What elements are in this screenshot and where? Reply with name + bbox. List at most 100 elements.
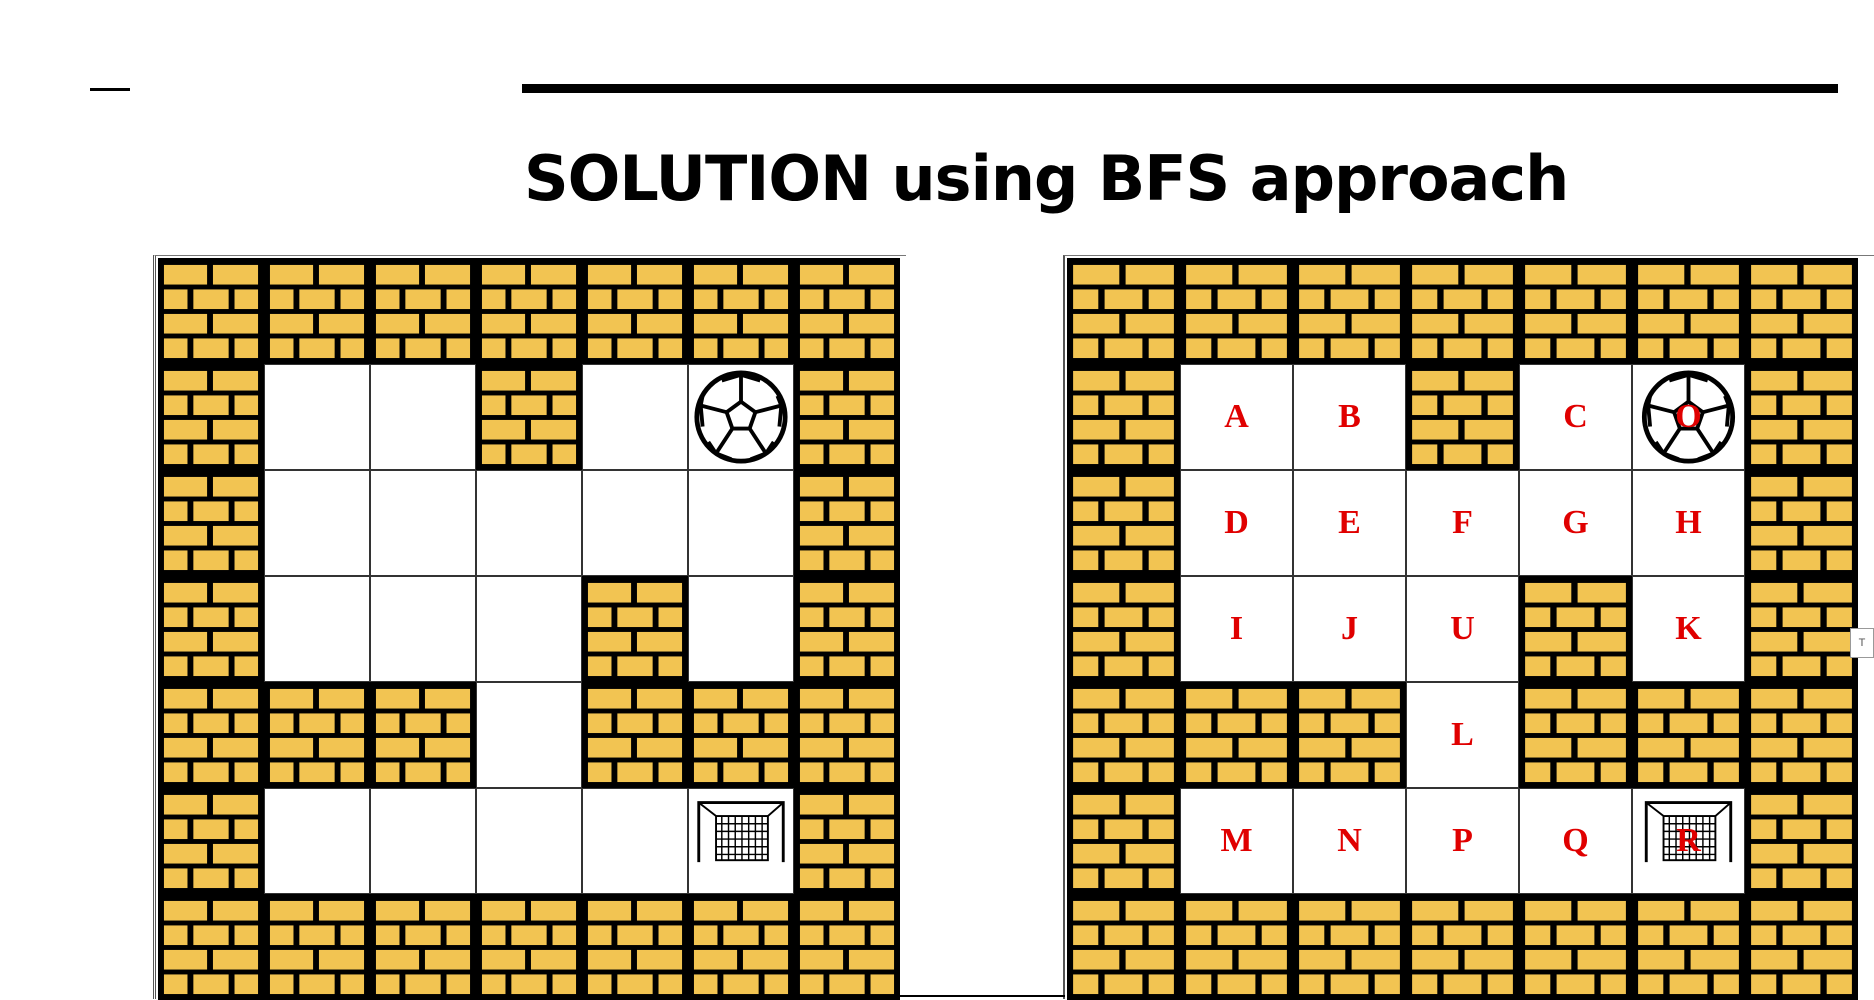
left-open-cell [476, 788, 582, 894]
right-wall-cell [1632, 682, 1745, 788]
right-wall-cell [1632, 258, 1745, 364]
right-open-cell: A [1180, 364, 1293, 470]
right-open-cell: K [1632, 576, 1745, 682]
left-wall-cell [264, 258, 370, 364]
left-open-cell [264, 364, 370, 470]
node-label: F [1452, 504, 1473, 541]
left-open-cell [370, 470, 476, 576]
brick-wall-icon [692, 898, 790, 996]
brick-wall-icon [1523, 686, 1628, 784]
brick-wall-icon [1071, 474, 1176, 572]
brick-wall-icon [1297, 686, 1402, 784]
brick-wall-icon [268, 262, 366, 360]
right-wall-cell [1293, 682, 1406, 788]
brick-wall-icon [1297, 898, 1402, 996]
left-wall-cell [370, 682, 476, 788]
left-wall-cell [688, 894, 794, 1000]
left-open-cell [582, 364, 688, 470]
left-wall-cell [476, 258, 582, 364]
left-open-cell [264, 576, 370, 682]
node-label: I [1229, 610, 1244, 647]
right-wall-cell [1519, 682, 1632, 788]
maze-board-unlabeled [153, 255, 906, 1000]
brick-wall-icon [162, 686, 260, 784]
right-wall-cell [1180, 258, 1293, 364]
right-open-cell: B [1293, 364, 1406, 470]
brick-wall-icon [1184, 262, 1289, 360]
node-label: N [1337, 822, 1362, 859]
right-wall-cell [1519, 576, 1632, 682]
right-wall-cell [1745, 788, 1858, 894]
right-wall-cell [1406, 364, 1519, 470]
left-wall-cell [476, 364, 582, 470]
brick-wall-icon [798, 368, 896, 466]
right-wall-cell [1180, 682, 1293, 788]
left-wall-cell [794, 258, 900, 364]
node-label: Q [1562, 822, 1589, 859]
right-wall-cell [1745, 576, 1858, 682]
left-wall-cell [582, 894, 688, 1000]
right-wall-cell [1067, 682, 1180, 788]
left-wall-cell [370, 894, 476, 1000]
left-wall-cell [158, 894, 264, 1000]
right-open-cell: M [1180, 788, 1293, 894]
right-wall-cell [1067, 364, 1180, 470]
left-open-cell [370, 576, 476, 682]
title-rule [522, 84, 1838, 93]
right-open-cell: P [1406, 788, 1519, 894]
right-open-cell: C [1519, 364, 1632, 470]
right-wall-cell [1745, 258, 1858, 364]
left-wall-cell [582, 258, 688, 364]
goal-net-icon [1644, 801, 1733, 863]
right-open-cell: U [1406, 576, 1519, 682]
brick-wall-icon [586, 580, 684, 678]
node-label: J [1341, 610, 1358, 647]
soccer-ball-icon [694, 370, 788, 464]
right-wall-cell [1519, 894, 1632, 1000]
brick-wall-icon [1749, 368, 1854, 466]
left-wall-cell [688, 258, 794, 364]
right-wall-cell [1067, 470, 1180, 576]
node-label: M [1220, 822, 1253, 859]
left-wall-cell [158, 470, 264, 576]
bottom-rule [900, 995, 1065, 997]
node-label: L [1451, 716, 1474, 753]
brick-wall-icon [480, 262, 578, 360]
left-wall-cell [158, 576, 264, 682]
right-wall-cell [1067, 788, 1180, 894]
brick-wall-icon [798, 262, 896, 360]
brick-wall-icon [586, 898, 684, 996]
node-label: R [1676, 822, 1701, 859]
left-wall-cell [158, 364, 264, 470]
left-wall-cell [794, 576, 900, 682]
left-goal-cell [688, 788, 794, 894]
brick-wall-icon [268, 898, 366, 996]
brick-wall-icon [1071, 262, 1176, 360]
node-label: O [1675, 398, 1702, 435]
brick-wall-icon [480, 898, 578, 996]
right-open-cell: Q [1519, 788, 1632, 894]
brick-wall-icon [1636, 898, 1741, 996]
soccer-ball-icon [1641, 370, 1736, 464]
brick-wall-icon [162, 898, 260, 996]
right-wall-cell [1406, 894, 1519, 1000]
brick-wall-icon [162, 580, 260, 678]
left-open-cell [688, 470, 794, 576]
brick-wall-icon [1410, 262, 1515, 360]
side-tab[interactable]: T [1850, 628, 1874, 658]
brick-wall-icon [1410, 368, 1515, 466]
right-open-cell: J [1293, 576, 1406, 682]
brick-wall-icon [586, 686, 684, 784]
left-wall-cell [794, 364, 900, 470]
left-wall-cell [264, 894, 370, 1000]
left-wall-cell [158, 258, 264, 364]
node-label: G [1562, 504, 1589, 541]
brick-wall-icon [1297, 262, 1402, 360]
slide-dash [90, 88, 130, 91]
left-wall-cell [582, 682, 688, 788]
node-label: P [1452, 822, 1473, 859]
node-label: B [1338, 398, 1361, 435]
right-ball-cell: O [1632, 364, 1745, 470]
brick-wall-icon [374, 262, 472, 360]
